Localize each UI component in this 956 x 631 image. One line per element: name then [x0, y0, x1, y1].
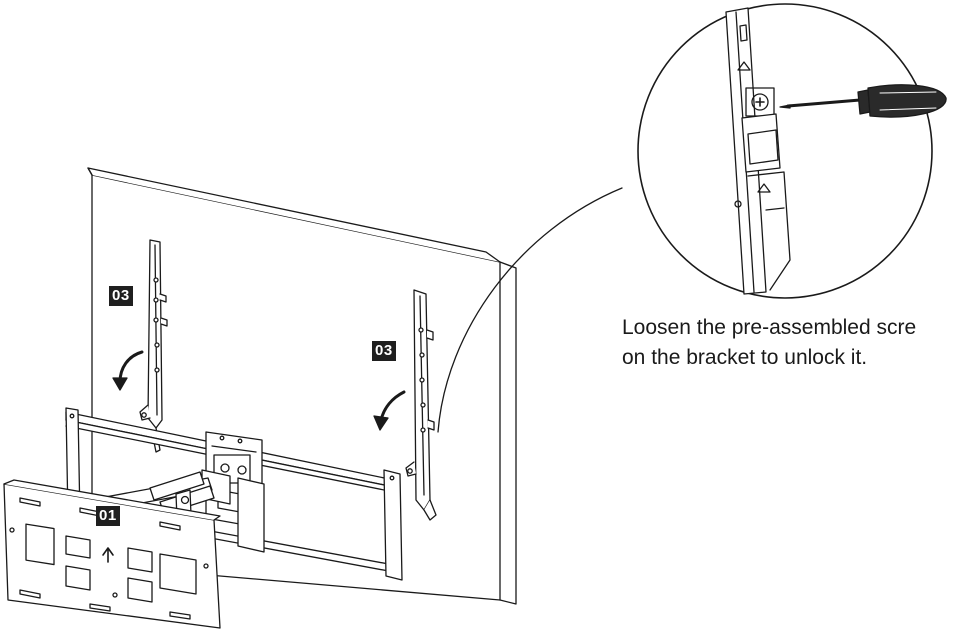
up-arrow-icon	[102, 547, 114, 563]
arm-bracket	[201, 431, 265, 553]
tv-bracket-right	[405, 289, 437, 521]
callout-line	[437, 187, 623, 433]
tv-bracket-left	[139, 239, 168, 453]
zoom-detail	[637, 3, 933, 299]
rotate-arrow-icon	[373, 415, 389, 431]
instruction-line-1: Loosen the pre-assembled scre	[622, 316, 917, 339]
step-label-left: 03	[109, 286, 133, 306]
instruction-text: Loosen the pre-assembled scre on the bra…	[622, 313, 956, 373]
rotate-arrow-icon	[112, 377, 128, 391]
wall-plate	[3, 479, 221, 629]
instruction-line-2: on the bracket to unlock it.	[622, 346, 868, 369]
step-label-right: 03	[372, 341, 396, 361]
screwdriver-icon	[779, 84, 947, 118]
step-label-mount: 01	[96, 506, 120, 526]
